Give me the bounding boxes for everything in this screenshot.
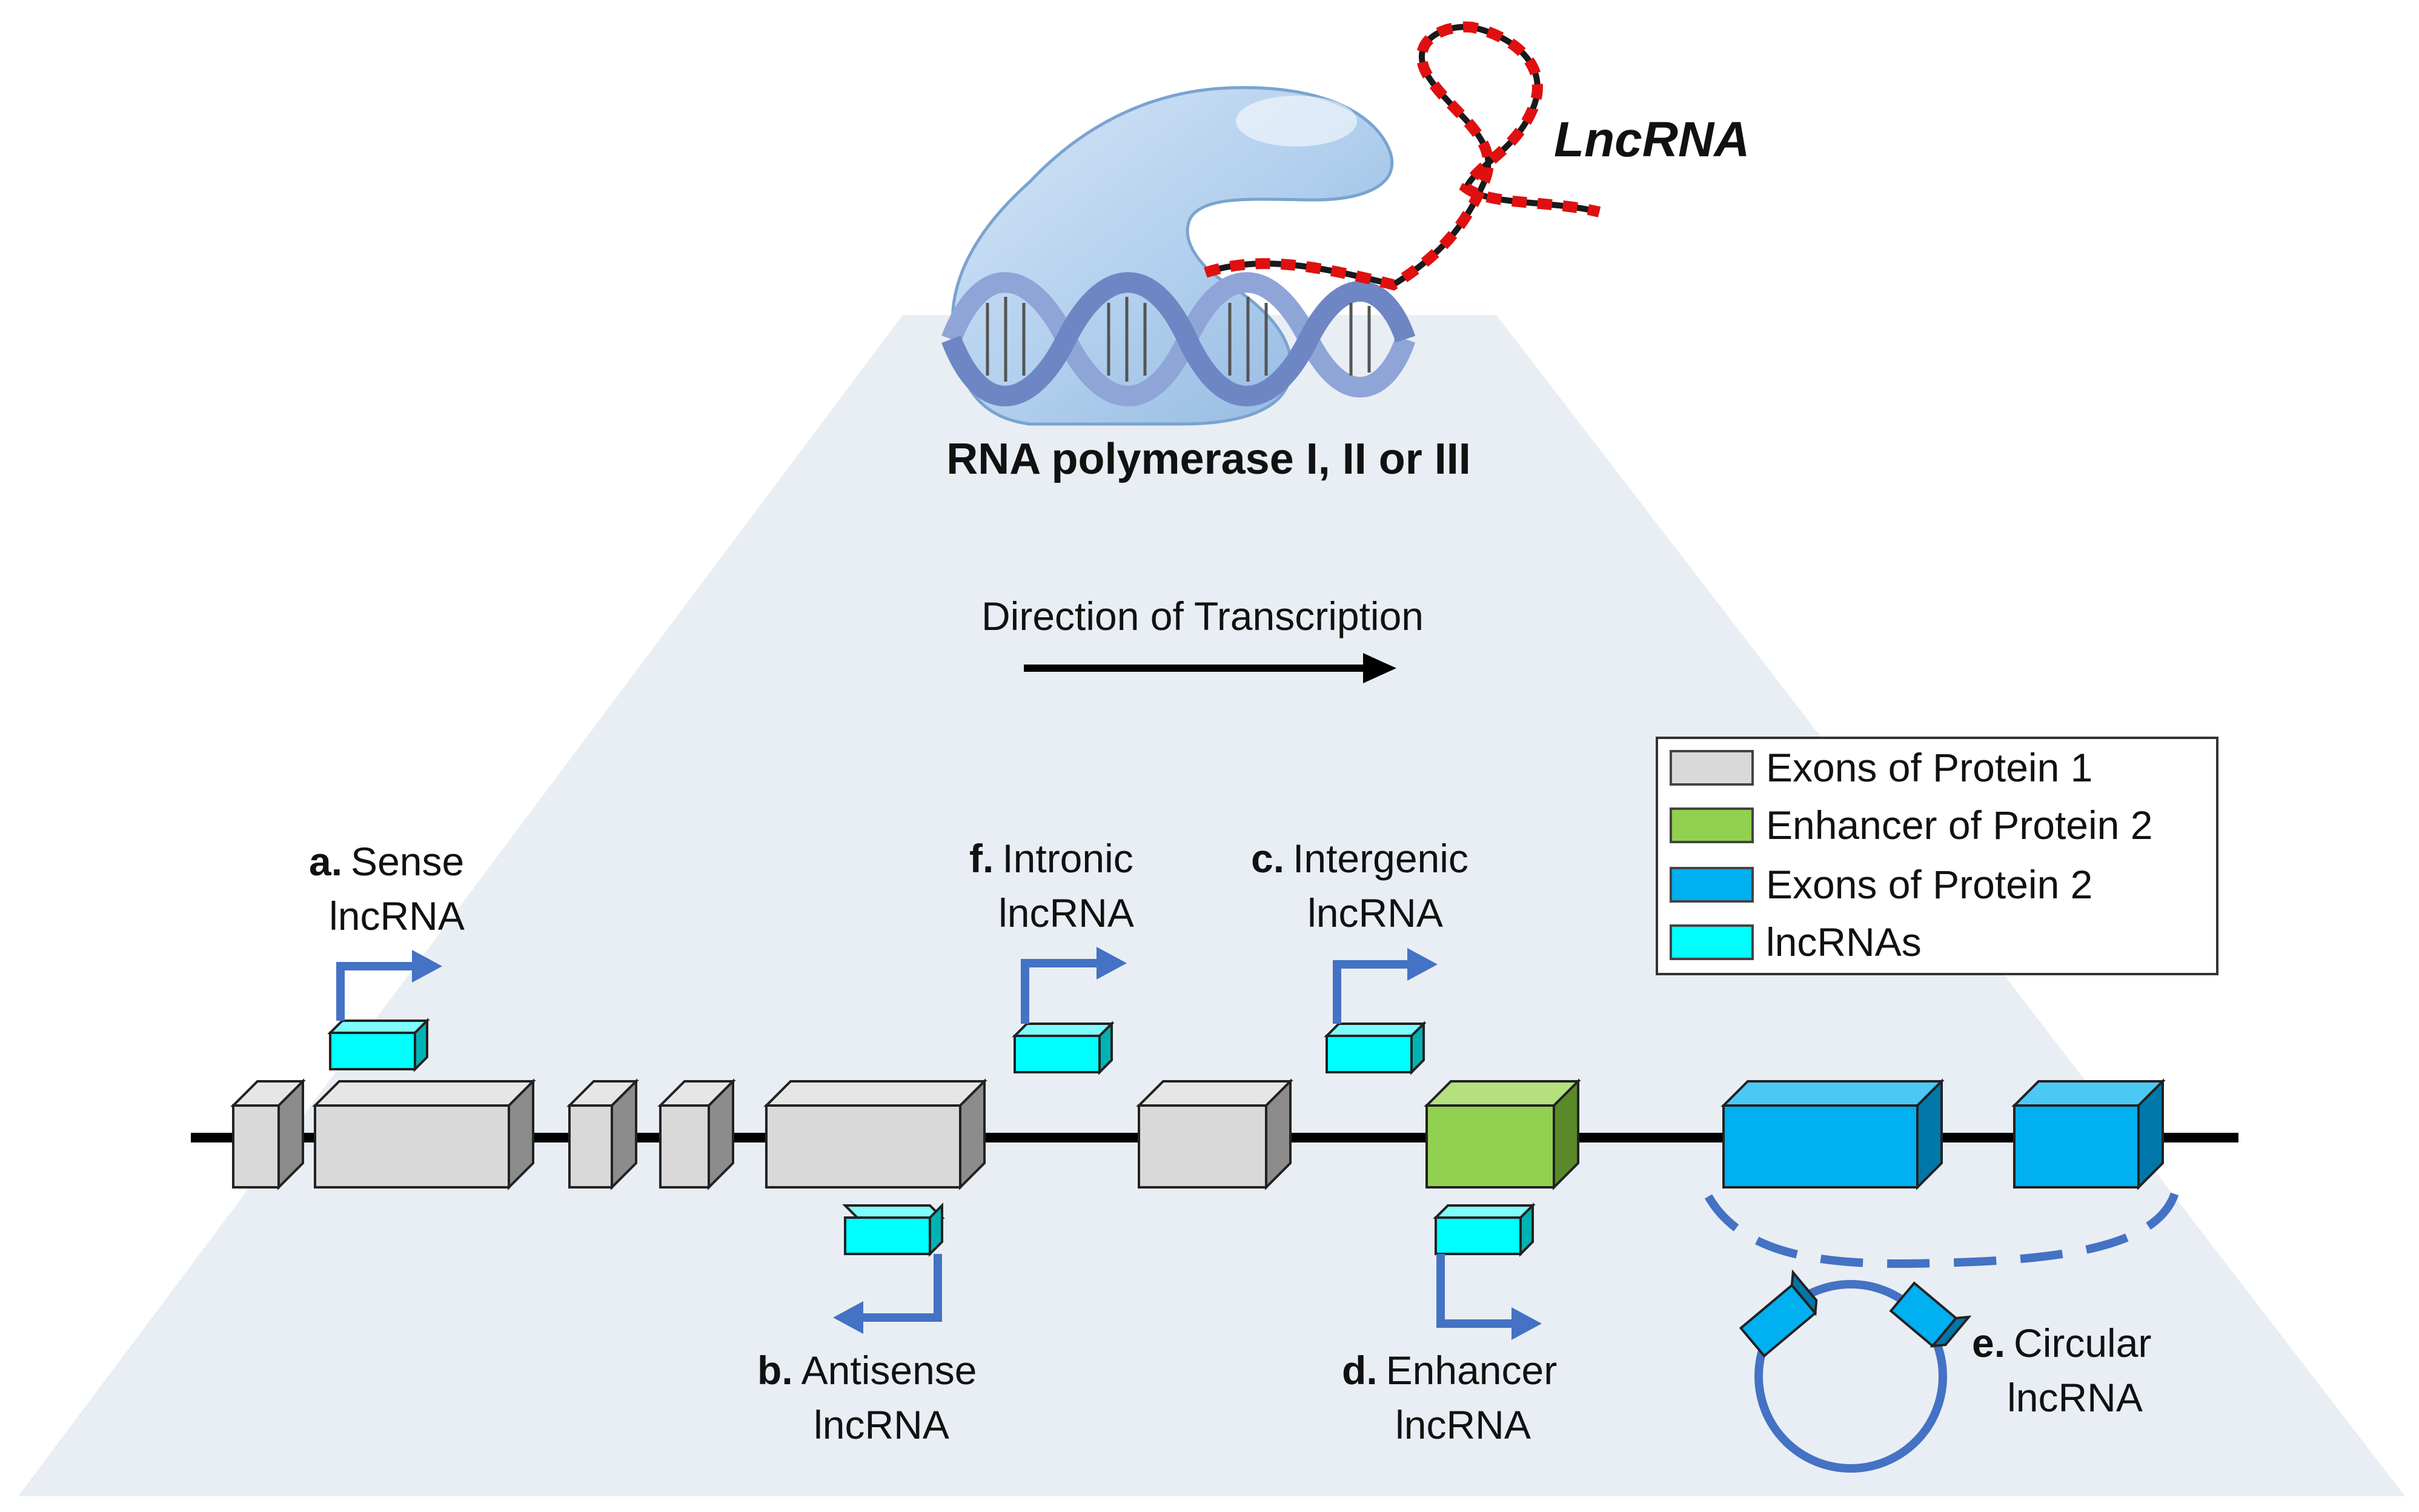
legend-label-exons-protein-2: Exons of Protein 2 <box>1766 862 2092 907</box>
legend-swatch-lncrnas <box>1670 924 1754 960</box>
lncrna-title: LncRNA <box>1554 112 1750 167</box>
svg-text:d.Enhancer: d.Enhancer <box>1342 1348 1557 1393</box>
label-intergenic: c.Intergenic lncRNA <box>1251 836 1468 935</box>
legend: Exons of Protein 1 Enhancer of Protein 2… <box>1656 737 2218 975</box>
svg-text:e.Circular: e.Circular <box>1972 1321 2151 1365</box>
label-enhancer-name: Enhancer <box>1386 1348 1558 1393</box>
label-enhancer: d.Enhancer lncRNA <box>1342 1348 1557 1447</box>
legend-label-enhancer-protein-2: Enhancer of Protein 2 <box>1766 803 2152 847</box>
label-intronic: f.Intronic lncRNA <box>969 836 1134 935</box>
label-circular-name: Circular <box>2014 1321 2151 1365</box>
label-sense-name: Sense <box>351 839 464 884</box>
label-intergenic-sub: lncRNA <box>1307 890 1443 935</box>
svg-text:a.Sense: a.Sense <box>309 839 464 884</box>
label-antisense-letter: b. <box>757 1348 793 1393</box>
label-intergenic-letter: c. <box>1251 836 1284 881</box>
label-circular-sub: lncRNA <box>2007 1375 2143 1420</box>
svg-text:c.Intergenic: c.Intergenic <box>1251 836 1468 881</box>
rna-polymerase-graphic <box>941 86 1416 426</box>
label-antisense-sub: lncRNA <box>814 1402 949 1447</box>
legend-swatch-exons-protein-2 <box>1670 867 1754 903</box>
label-antisense: b.Antisense lncRNA <box>757 1348 977 1447</box>
legend-swatch-exons-protein-1 <box>1670 750 1754 786</box>
lncrna-boxes <box>327 1018 1536 1257</box>
lncrna-strand-graphic <box>1204 21 1601 291</box>
polymerase-title: RNA polymerase I, II or III <box>946 435 1471 483</box>
direction-label: Direction of Transcription <box>981 594 1424 638</box>
label-sense-sub: lncRNA <box>329 894 465 938</box>
label-sense: a.Sense lncRNA <box>309 839 465 938</box>
label-circular: e.Circular lncRNA <box>1972 1321 2151 1420</box>
label-intergenic-name: Intergenic <box>1293 836 1468 881</box>
legend-label-exons-protein-1: Exons of Protein 1 <box>1766 745 2092 790</box>
label-enhancer-letter: d. <box>1342 1348 1378 1393</box>
label-antisense-name: Antisense <box>801 1348 977 1393</box>
svg-text:b.Antisense: b.Antisense <box>757 1348 977 1393</box>
label-circular-letter: e. <box>1972 1321 2005 1365</box>
exons-protein-1 <box>230 1078 1293 1190</box>
svg-text:f.Intronic: f.Intronic <box>969 836 1133 881</box>
label-sense-letter: a. <box>309 839 342 884</box>
circular-splice-arc <box>1704 1192 2179 1268</box>
transcription-arrowheads <box>412 947 1542 1340</box>
enhancer-protein-2 <box>1424 1078 1581 1190</box>
transcription-arrows <box>336 959 1515 1328</box>
label-intronic-letter: f. <box>969 836 994 881</box>
label-intronic-sub: lncRNA <box>998 890 1134 935</box>
label-intronic-name: Intronic <box>1002 836 1133 881</box>
legend-swatch-enhancer-protein-2 <box>1670 807 1754 843</box>
background-trapezoid <box>18 315 2405 1496</box>
exons-protein-2 <box>1721 1078 2166 1190</box>
label-enhancer-sub: lncRNA <box>1395 1402 1531 1447</box>
legend-label-lncrnas: lncRNAs <box>1766 920 1922 964</box>
circular-lncrna-graphic <box>1739 1269 1972 1473</box>
